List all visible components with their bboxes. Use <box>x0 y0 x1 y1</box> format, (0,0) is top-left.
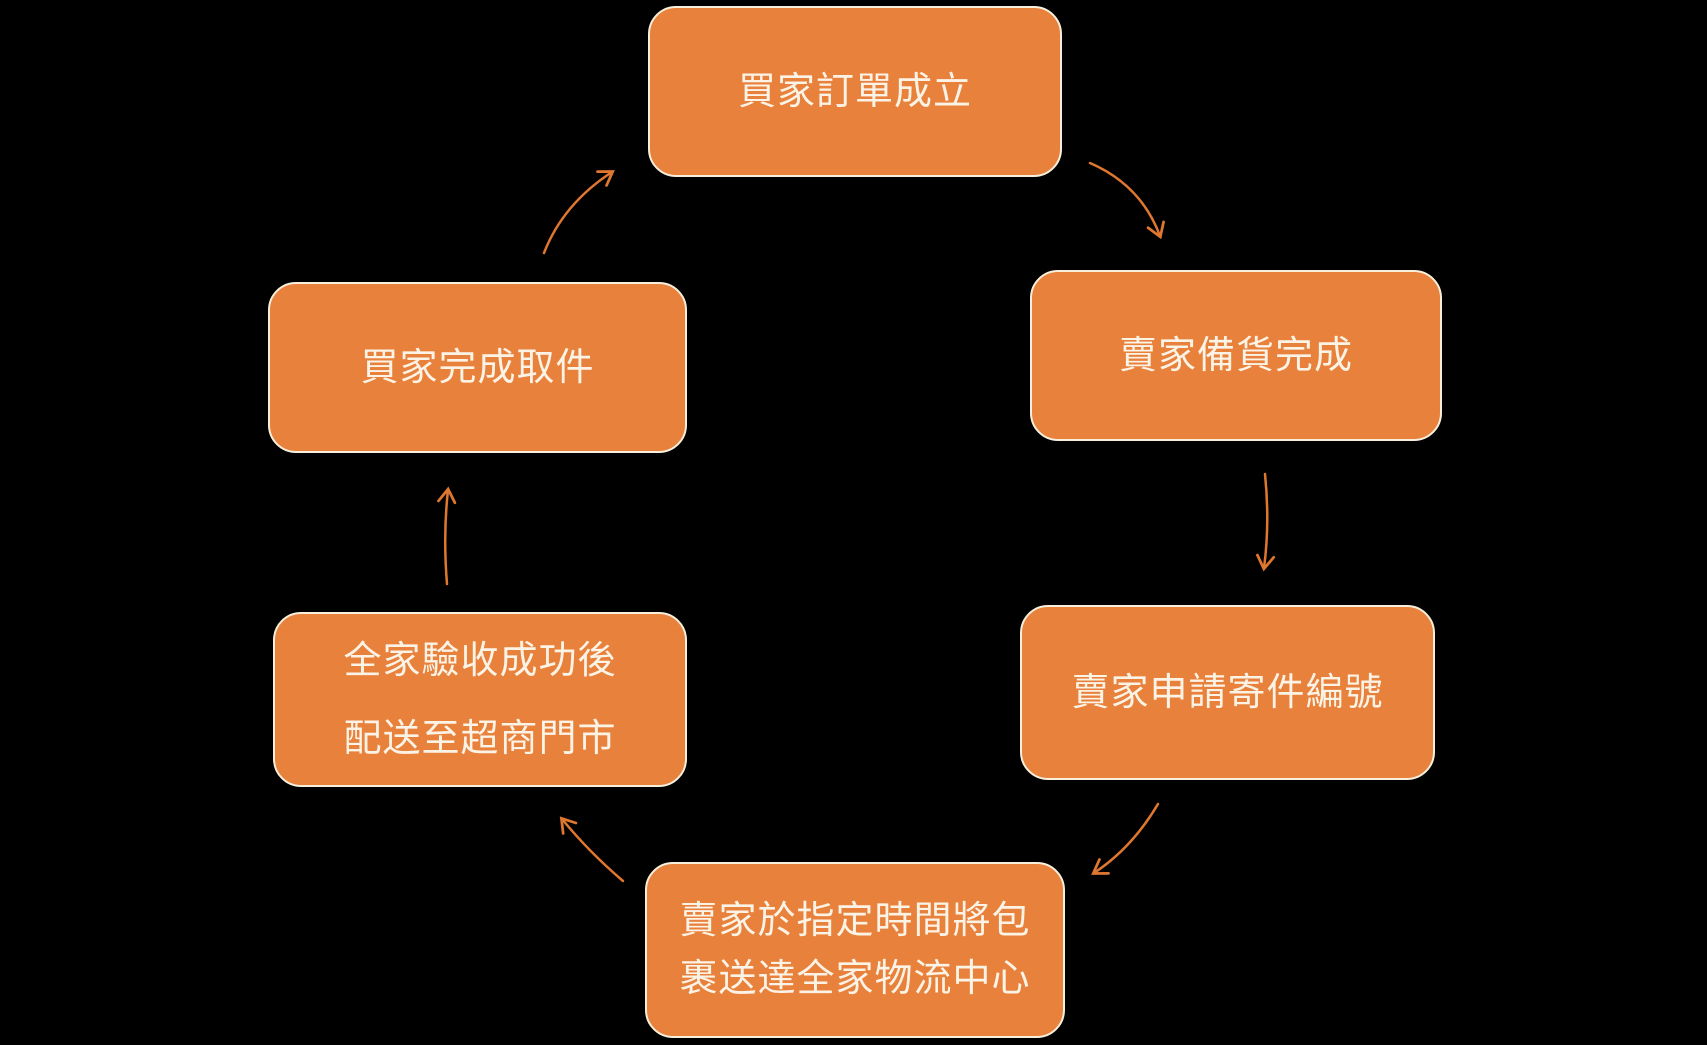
node-seller-goods-ready: 賣家備貨完成 <box>1030 270 1442 441</box>
arrow-pickup-to-order <box>542 170 615 255</box>
node-buyer-pickup-complete: 買家完成取件 <box>268 282 687 453</box>
node-label-line-1: 全家驗收成功後 <box>343 639 617 682</box>
node-seller-request-shipping-number: 賣家申請寄件編號 <box>1020 605 1435 780</box>
arrow-deliver-to-familymart-verify <box>559 816 625 883</box>
arrow-order-to-goods-ready <box>1088 161 1165 240</box>
node-seller-deliver-to-familymart-logistics: 賣家於指定時間將包 裹送達全家物流中心 <box>645 862 1065 1038</box>
node-familymart-verify-deliver-to-store: 全家驗收成功後 配送至超商門市 <box>273 612 687 787</box>
node-label: 買家訂單成立 <box>737 70 972 113</box>
node-buyer-order-created: 買家訂單成立 <box>648 6 1062 177</box>
node-label: 賣家申請寄件編號 <box>1071 671 1384 714</box>
arrow-shipping-number-to-deliver <box>1091 802 1160 875</box>
node-label: 買家完成取件 <box>360 346 595 389</box>
node-label-line-2: 配送至超商門市 <box>343 717 617 760</box>
arrow-familymart-verify-to-pickup <box>437 486 457 586</box>
node-label-line-1: 賣家於指定時間將包 <box>679 900 1031 942</box>
arrow-goods-ready-to-shipping-number <box>1256 472 1276 572</box>
node-label: 賣家備貨完成 <box>1118 334 1353 377</box>
node-label-line-2: 裹送達全家物流中心 <box>679 958 1031 1000</box>
